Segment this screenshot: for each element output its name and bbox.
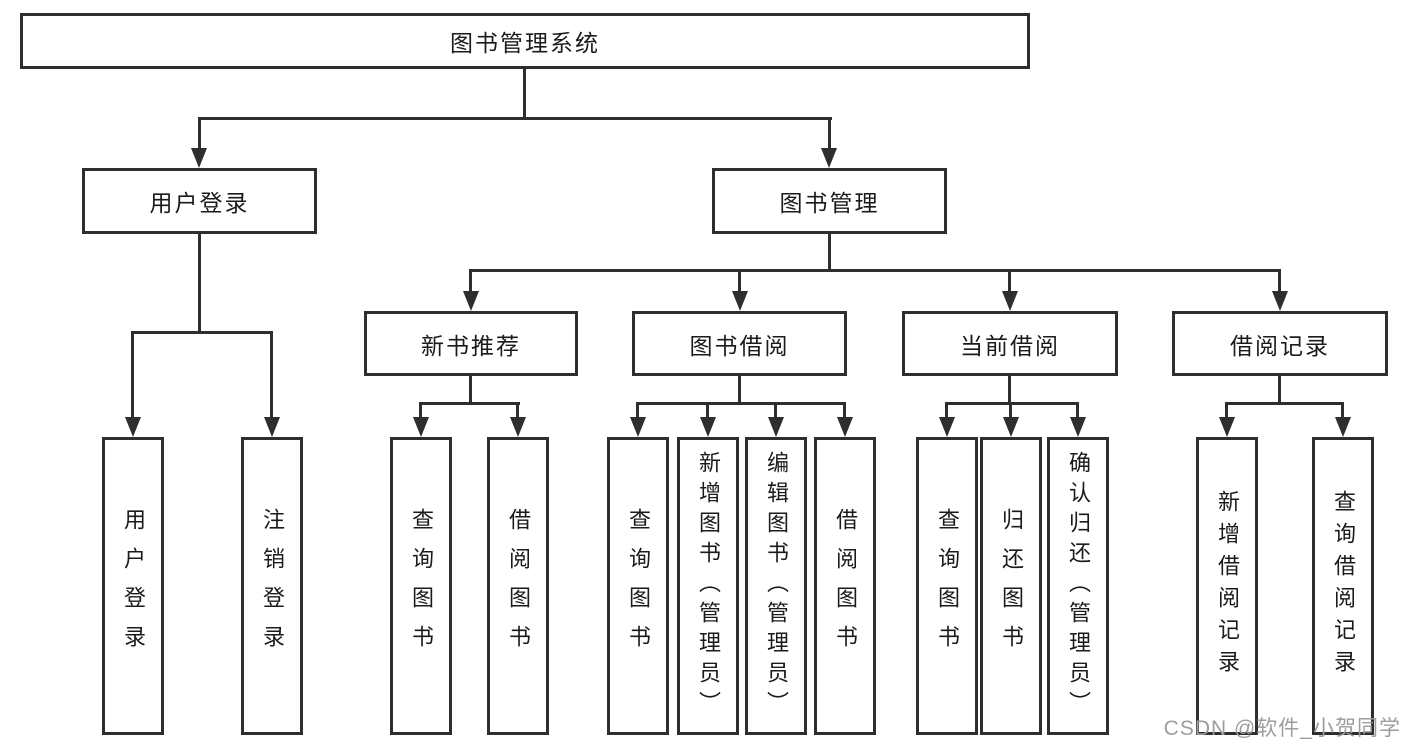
node-label: 新书推荐 xyxy=(421,332,521,359)
leaf-confirm-return-admin: 确认归还（管理员） xyxy=(1047,437,1109,735)
leaf-borrow-books-recommend: 借阅图书 xyxy=(487,437,549,735)
leaf-label: 归还图书 xyxy=(999,508,1024,664)
connector-drop xyxy=(270,331,273,417)
connector-drop xyxy=(1008,269,1011,292)
connector-stem xyxy=(1008,376,1011,405)
node-user-login: 用户登录 xyxy=(82,168,317,234)
leaf-label: 查询图书 xyxy=(626,508,651,664)
connector-drop xyxy=(738,269,741,292)
arrow-down-icon xyxy=(413,417,429,437)
connector-book-mgmt-stem xyxy=(828,234,831,272)
leaf-query-borrow-record: 查询借阅记录 xyxy=(1312,437,1374,735)
connector-stem xyxy=(1278,376,1281,405)
connector-user-login-rail xyxy=(131,331,273,334)
leaf-add-borrow-record: 新增借阅记录 xyxy=(1196,437,1258,735)
arrow-down-icon xyxy=(837,417,853,437)
leaf-label: 注销登录 xyxy=(260,508,285,664)
leaf-label: 查询图书 xyxy=(409,508,434,664)
arrow-down-icon xyxy=(1335,417,1351,437)
connector-drop xyxy=(469,269,472,292)
arrow-down-icon xyxy=(510,417,526,437)
leaf-label: 借阅图书 xyxy=(833,508,858,664)
connector-drop xyxy=(636,402,639,418)
leaf-label: 新增图书（管理员） xyxy=(696,451,721,721)
arrow-down-icon xyxy=(732,291,748,311)
connector-level2-rail xyxy=(469,269,1281,272)
connector-group-rail xyxy=(1225,402,1344,405)
connector-stem xyxy=(738,376,741,405)
leaf-label: 借阅图书 xyxy=(506,508,531,664)
connector-drop xyxy=(1076,402,1079,418)
leaf-logout: 注销登录 xyxy=(241,437,303,735)
leaf-borrow-books: 借阅图书 xyxy=(814,437,876,735)
connector-drop xyxy=(706,402,709,418)
arrow-down-icon xyxy=(125,417,141,437)
arrow-down-icon xyxy=(1002,291,1018,311)
arrow-down-icon xyxy=(630,417,646,437)
connector-group-rail xyxy=(419,402,520,405)
node-new-book-recommendation: 新书推荐 xyxy=(364,311,578,376)
connector-drop xyxy=(774,402,777,418)
leaf-query-books-current: 查询图书 xyxy=(916,437,978,735)
connector-drop xyxy=(828,117,831,148)
connector-drop xyxy=(1225,402,1228,418)
node-root-library-system: 图书管理系统 xyxy=(20,13,1030,69)
leaf-return-book: 归还图书 xyxy=(980,437,1042,735)
connector-group-rail xyxy=(636,402,846,405)
connector-drop xyxy=(131,331,134,417)
node-book-borrowing: 图书借阅 xyxy=(632,311,847,376)
node-label: 借阅记录 xyxy=(1230,332,1330,359)
node-current-borrowing: 当前借阅 xyxy=(902,311,1118,376)
watermark: CSDN @软件_小贺同学 xyxy=(1163,717,1401,740)
leaf-query-books-recommend: 查询图书 xyxy=(390,437,452,735)
connector-root-stem xyxy=(523,69,526,120)
connector-drop xyxy=(198,117,201,148)
leaf-label: 编辑图书（管理员） xyxy=(764,451,789,721)
node-label: 图书借阅 xyxy=(689,332,790,359)
node-label: 当前借阅 xyxy=(960,332,1060,359)
connector-drop xyxy=(1009,402,1012,418)
arrow-down-icon xyxy=(939,417,955,437)
node-label: 图书管理系统 xyxy=(450,30,600,56)
leaf-add-book-admin: 新增图书（管理员） xyxy=(677,437,739,735)
leaf-query-books-borrow: 查询图书 xyxy=(607,437,669,735)
node-book-management: 图书管理 xyxy=(712,168,947,234)
connector-drop xyxy=(1341,402,1344,418)
arrow-down-icon xyxy=(191,148,207,168)
arrow-down-icon xyxy=(1219,417,1235,437)
leaf-label: 查询借阅记录 xyxy=(1331,490,1356,682)
node-label: 用户登录 xyxy=(149,190,250,216)
connector-drop xyxy=(419,402,422,418)
connector-user-login-stem xyxy=(198,234,201,333)
connector-stem xyxy=(469,376,472,405)
arrow-down-icon xyxy=(1070,417,1086,437)
leaf-label: 新增借阅记录 xyxy=(1215,490,1240,682)
connector-drop xyxy=(843,402,846,418)
arrow-down-icon xyxy=(821,148,837,168)
connector-drop xyxy=(945,402,948,418)
connector-drop xyxy=(1278,269,1281,292)
leaf-label: 确认归还（管理员） xyxy=(1066,451,1091,721)
arrow-down-icon xyxy=(1003,417,1019,437)
leaf-label: 用户登录 xyxy=(121,508,146,664)
node-borrowing-records: 借阅记录 xyxy=(1172,311,1388,376)
connector-group-rail xyxy=(945,402,1079,405)
arrow-down-icon xyxy=(264,417,280,437)
node-label: 图书管理 xyxy=(779,190,880,216)
leaf-edit-book-admin: 编辑图书（管理员） xyxy=(745,437,807,735)
connector-drop xyxy=(516,402,519,418)
leaf-user-login: 用户登录 xyxy=(102,437,164,735)
arrow-down-icon xyxy=(463,291,479,311)
arrow-down-icon xyxy=(1272,291,1288,311)
arrow-down-icon xyxy=(768,417,784,437)
arrow-down-icon xyxy=(700,417,716,437)
leaf-label: 查询图书 xyxy=(935,508,960,664)
connector-level1-rail xyxy=(198,117,832,120)
